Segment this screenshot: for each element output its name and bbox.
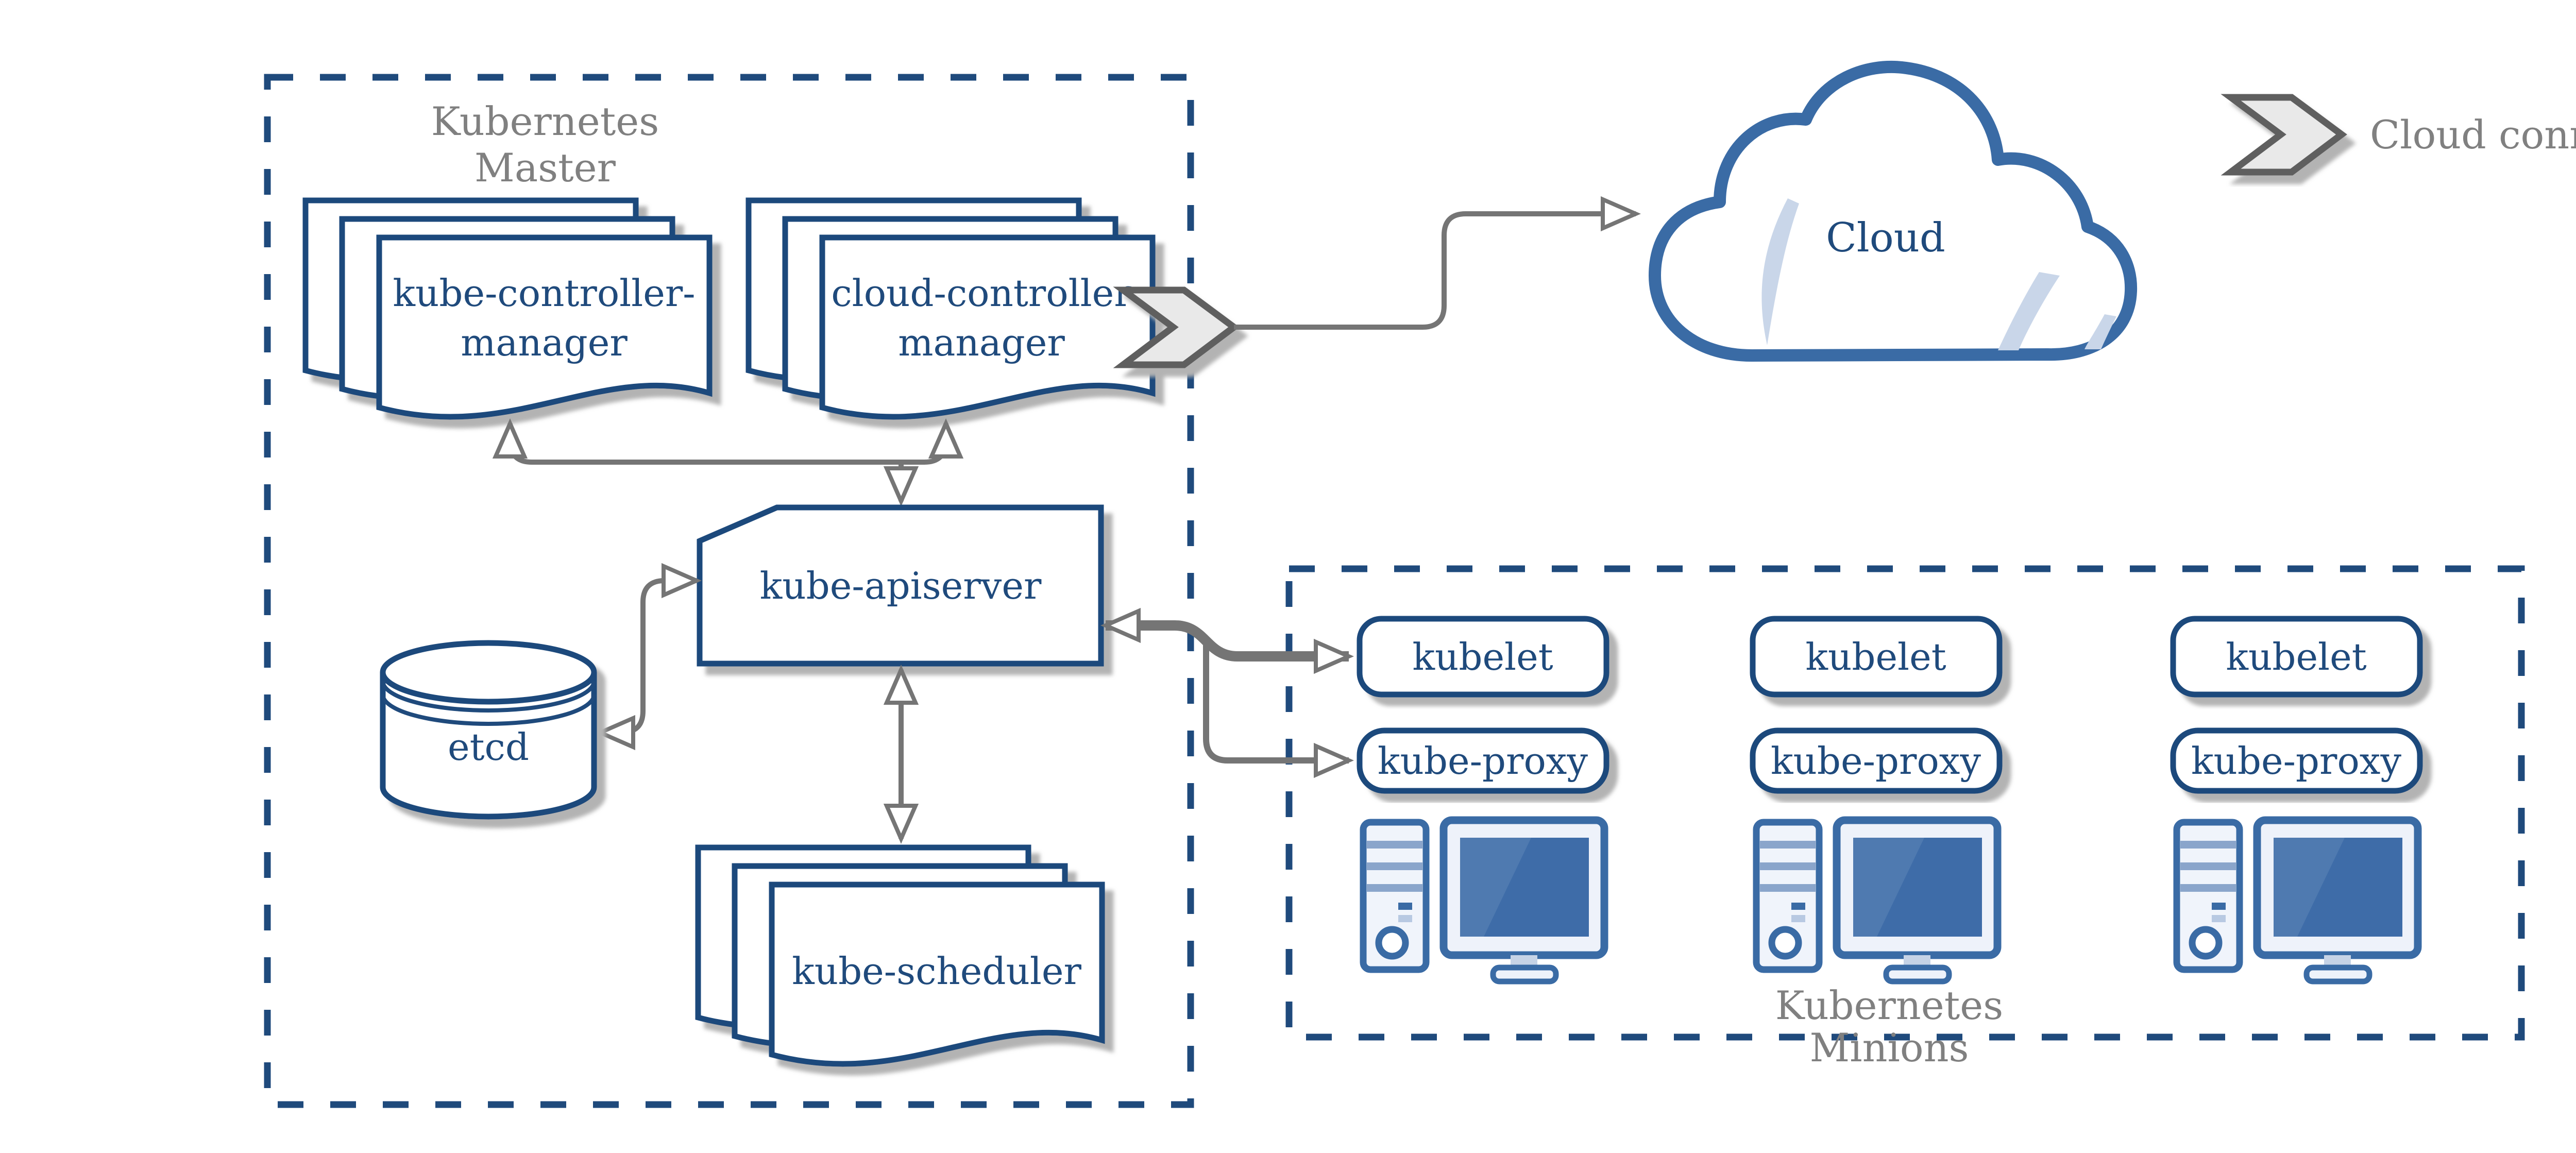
kubelet-box-2 <box>1750 616 2003 698</box>
legend-chevron-icon <box>2231 97 2342 172</box>
kube-proxy-box-2 <box>1750 727 2003 794</box>
computer-icon <box>2177 820 2418 981</box>
minion-node-1: kubelet kube-proxy <box>1357 616 1609 981</box>
etcd-ring <box>381 681 596 713</box>
kube-controller-manager-label-line1: kube-controller- <box>393 272 695 315</box>
master-label-line1: Kubernetes <box>431 98 659 144</box>
apiserver-shape <box>697 504 1104 667</box>
kubelet-label-1: kubelet <box>1412 635 1553 679</box>
etcd-label: etcd <box>448 725 529 769</box>
minions-boundary <box>1285 565 2525 1041</box>
cloud-label: Cloud <box>1826 215 1945 261</box>
minion-node-2: kubelet kube-proxy <box>1750 616 2003 981</box>
kubelet-box-1 <box>1357 616 1609 698</box>
kube-proxy-label-1: kube-proxy <box>1378 739 1588 783</box>
kube-scheduler-node: kube-scheduler <box>698 847 1102 1064</box>
computer-icon <box>1756 820 1997 981</box>
kubelet-label-2: kubelet <box>1805 635 1946 679</box>
kube-apiserver-label: kube-apiserver <box>760 564 1042 607</box>
kube-apiserver-node: kube-apiserver <box>697 504 1104 667</box>
legend-label: Cloud connector <box>2370 112 2576 158</box>
master-label-line2: Master <box>474 145 616 191</box>
cloud-controller-manager-label-line1: cloud-controller <box>831 272 1132 315</box>
cloud-controller-manager-label-line2: manager <box>898 321 1065 364</box>
kube-scheduler-label: kube-scheduler <box>792 949 1081 993</box>
minions-label-line2: Minions <box>1809 1025 1969 1071</box>
etcd-cylinder-top <box>380 640 597 705</box>
kube-proxy-box-1 <box>1357 727 1609 794</box>
legend: Cloud connector <box>2231 97 2576 172</box>
master-boundary <box>264 74 1194 1108</box>
cloud-shape <box>1649 60 2138 362</box>
computer-icon <box>1363 820 1604 981</box>
kube-proxy-box-3 <box>2170 727 2423 794</box>
kube-proxy-label-3: kube-proxy <box>2191 739 2401 783</box>
kube-controller-manager-label-line2: manager <box>461 321 628 364</box>
cloud-node: Cloud <box>1649 60 2138 362</box>
minions-label-line1: Kubernetes <box>1775 982 2003 1028</box>
cloud-sliver <box>2084 314 2116 349</box>
arrow-apiserver-kubelet <box>1100 607 1354 674</box>
arrow-ccm-cloud <box>1234 196 1641 330</box>
arrow-controllers-junction <box>492 418 964 465</box>
etcd-ring <box>381 694 596 726</box>
cloud-sliver <box>1761 198 1799 345</box>
kube-controller-manager-node: kube-controller- manager <box>306 200 709 417</box>
kubelet-box-3 <box>2170 616 2423 698</box>
kube-proxy-label-2: kube-proxy <box>1771 739 1981 783</box>
etcd-node: etcd <box>380 640 597 820</box>
cloud-controller-manager-node: cloud-controller manager <box>749 200 1153 417</box>
arrow-apiserver-etcd <box>595 563 702 751</box>
kubelet-label-3: kubelet <box>2226 635 2366 679</box>
minion-node-3: kubelet kube-proxy <box>2170 616 2423 981</box>
cloud-sliver <box>1998 272 2060 350</box>
arrow-apiserver-kubeproxy <box>1203 645 1354 778</box>
